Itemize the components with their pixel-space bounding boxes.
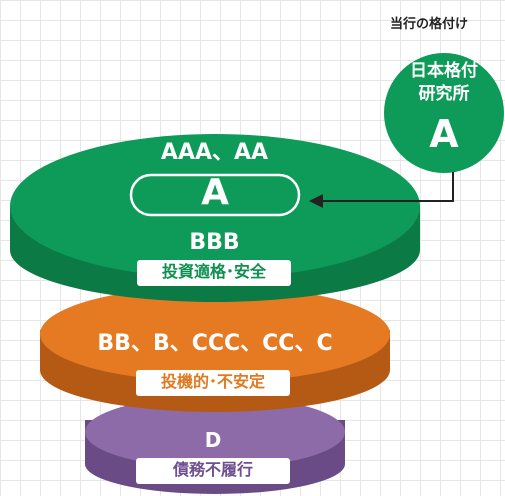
speculative-ratings: BB、B、CCC、CC、C (97, 331, 333, 356)
arrow-head-icon (309, 194, 323, 208)
speculative-tier-disc (40, 286, 390, 412)
agency-name-line2: 研究所 (418, 84, 470, 104)
agency-name-line1: 日本格付 (410, 61, 478, 81)
investment-ratings-upper: AAA、AA (160, 140, 269, 165)
connector-line (322, 172, 454, 202)
default-ratings: D (204, 428, 222, 452)
investment-ratings-lower: BBB (189, 230, 240, 255)
default-tier-label: 債務不履行 (136, 458, 290, 484)
agency-badge-circle (384, 53, 504, 173)
investment-tier-disc (10, 134, 420, 302)
page-title: 当行の格付け (390, 17, 469, 32)
agency-rating: A (429, 112, 459, 156)
highlight-pill (129, 173, 301, 217)
speculative-tier-label: 投機的･不安定 (136, 370, 290, 396)
investment-highlight-rating: A (201, 172, 229, 213)
investment-tier-label: 投資適格･安全 (137, 260, 291, 286)
